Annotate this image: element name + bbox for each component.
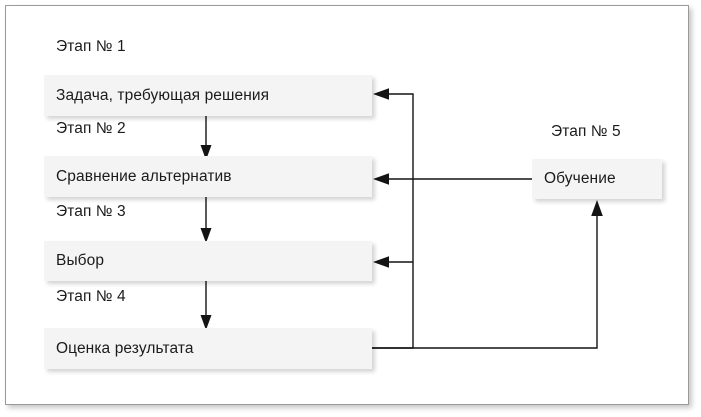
stage-label-3: Этап № 3 [56,203,126,220]
training-to-stage-2-arrow [373,173,532,185]
node-box-stage-3[interactable]: Выбор [44,241,372,281]
result-to-training-arrow [372,200,603,349]
node-label-stage-3: Выбор [56,252,105,269]
node-box-stage-1[interactable]: Задача, требующая решения [44,75,372,116]
stage-label-2: Этап № 2 [56,120,126,137]
node-box-stage-2[interactable]: Сравнение альтернатив [44,156,372,197]
stage-label-5: Этап № 5 [551,123,621,140]
node-label-stage-1: Задача, требующая решения [56,86,270,104]
node-label-stage-4: Оценка результата [56,339,194,357]
flow-3-to-4-arrow [200,281,212,330]
node-label-stage-5: Обучение [544,170,616,187]
flow-1-to-2-arrow [200,116,212,160]
feedback-bus-to-stage-3 [373,256,413,268]
node-box-stage-4[interactable]: Оценка результата [44,328,372,369]
node-box-stage-5[interactable]: Обучение [532,159,662,199]
stage-label-1: Этап № 1 [56,38,126,55]
node-label-stage-2: Сравнение альтернатив [56,167,232,185]
feedback-bus-to-stage-1 [372,88,414,349]
stage-label-4: Этап № 4 [56,288,126,305]
flow-2-to-3-arrow [200,197,212,243]
